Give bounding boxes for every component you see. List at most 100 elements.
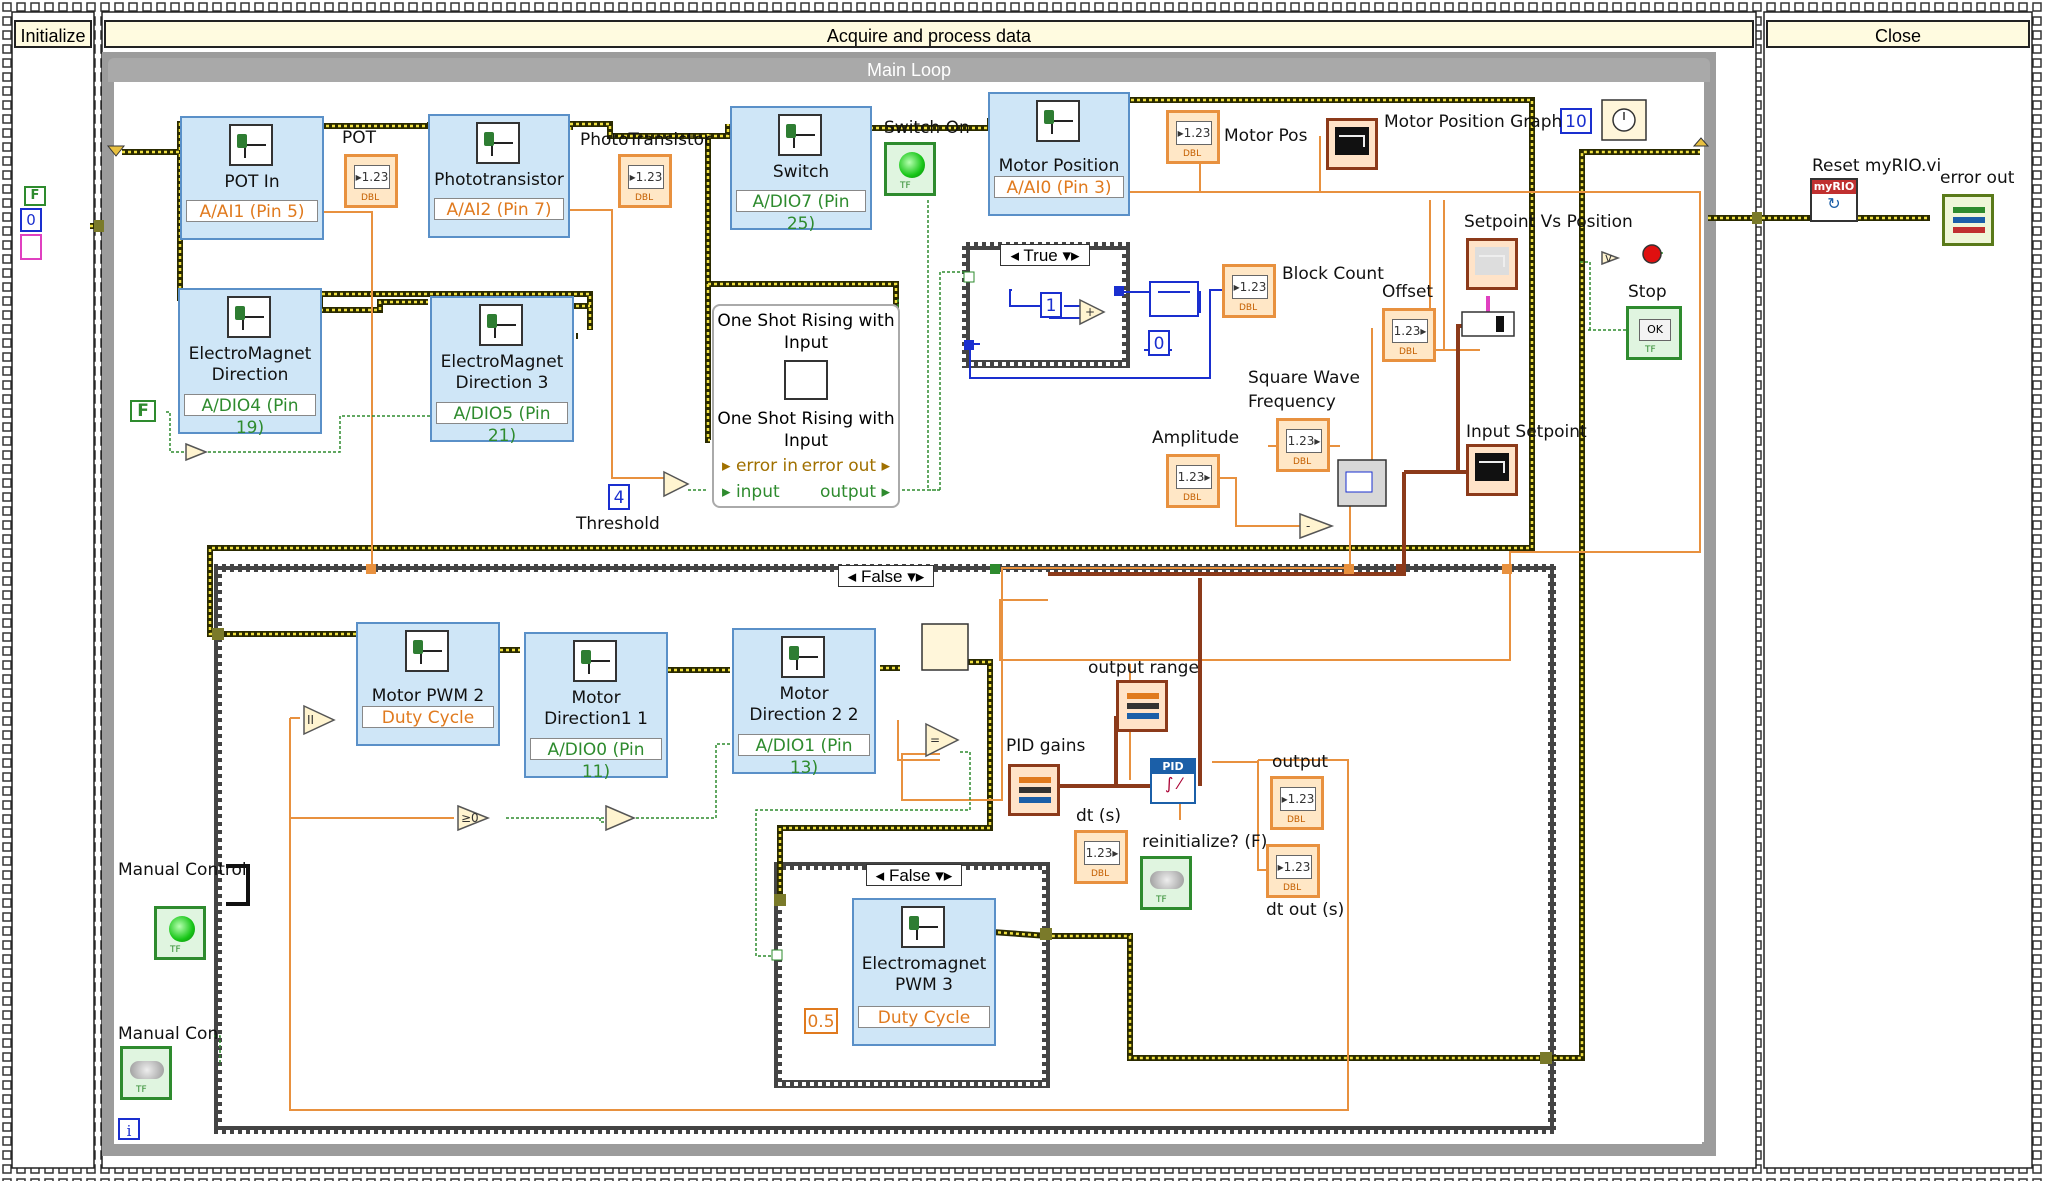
true-one-constant[interactable]: 1 <box>1040 292 1062 318</box>
case-selector-false-outer[interactable]: ◂ False ▾▸ <box>838 565 934 587</box>
one-shot-error-out-label: error out <box>801 456 877 476</box>
vi-em-direction-pin: A/DIO4 (Pin 19) <box>184 394 316 438</box>
case-true-label: True <box>1023 246 1058 265</box>
one-shot-title-4: Input <box>783 431 829 451</box>
init-num-constant[interactable]: 0 <box>20 208 42 232</box>
label-pid-gains: PID gains <box>1006 736 1086 756</box>
vi-pot-in[interactable]: POT In A/AI1 (Pin 5) <box>180 116 324 240</box>
vi-motor-direction-2-2-pin: A/DIO1 (Pin 13) <box>738 734 870 778</box>
em-duty-constant[interactable]: 0.5 <box>804 1008 838 1034</box>
reset-myrio-vi[interactable]: myRIO↻ <box>1810 178 1858 222</box>
digital-output-icon <box>479 304 523 346</box>
vi-motor-pwm-2[interactable]: Motor PWM 2 Duty Cycle <box>356 622 500 746</box>
one-shot-rising-vi[interactable]: One Shot Rising with Input One Shot Risi… <box>712 304 900 508</box>
label-phototransistor: PhotoTransistor <box>580 130 712 150</box>
bundle-node <box>1461 311 1515 337</box>
digital-output-icon <box>573 640 617 682</box>
vi-phototransistor-pin: A/AI2 (Pin 7) <box>434 198 564 220</box>
vi-phototransistor[interactable]: Phototransistor A/AI2 (Pin 7) <box>428 114 570 238</box>
wait-timer-icon <box>1601 99 1647 141</box>
label-output: output <box>1272 752 1329 772</box>
vi-motor-pwm-2-title: Motor PWM 2 <box>371 686 485 706</box>
error-out-cluster[interactable] <box>1942 194 1994 246</box>
setpoint-vs-position-gauge[interactable] <box>1466 238 1518 290</box>
label-manual-con: Manual Con <box>118 1024 219 1044</box>
switch-on-indicator[interactable]: TF <box>884 142 936 196</box>
pid-gains-cluster[interactable] <box>1008 764 1060 816</box>
primitive-nodes <box>185 250 1621 832</box>
reset-myrio-header: myRIO <box>1812 180 1856 194</box>
offset-control[interactable]: 1.23▸DBL <box>1382 308 1436 362</box>
reinitialize-control[interactable]: TF <box>1140 856 1192 910</box>
input-setpoint-graph[interactable] <box>1466 444 1518 496</box>
label-reinitialize: reinitialize? (F) <box>1142 832 1268 852</box>
em-dir-bool-constant[interactable]: F <box>130 400 156 422</box>
vi-pot-in-pin: A/AI1 (Pin 5) <box>186 200 318 222</box>
init-cluster-constant[interactable] <box>20 234 42 260</box>
digital-output-icon <box>781 636 825 678</box>
one-shot-input-label: input <box>735 482 780 502</box>
square-wave-frequency-control[interactable]: 1.23▸DBL <box>1276 418 1330 472</box>
case-selector-true[interactable]: ◂ True ▾▸ <box>1000 244 1090 266</box>
label-dt: dt (s) <box>1076 806 1121 826</box>
label-setpoint-vs-position: Setpoint Vs Position <box>1464 212 1633 232</box>
one-shot-title-2: Input <box>783 333 829 353</box>
svg-text:II: II <box>307 713 314 727</box>
one-shot-error-out: error out ▸ <box>801 456 890 476</box>
vi-motor-position[interactable]: Motor Position A/AI0 (Pin 3) <box>988 92 1130 216</box>
amplitude-control[interactable]: 1.23▸DBL <box>1166 454 1220 508</box>
frame-initialize[interactable]: Initialize <box>14 20 92 48</box>
pid-vi[interactable]: PID∫ ⁄ <box>1150 758 1196 804</box>
main-loop-header: Main Loop <box>108 58 1710 82</box>
threshold-constant[interactable]: 4 <box>608 484 630 510</box>
true-zero-constant[interactable]: 0 <box>1148 330 1170 356</box>
vi-electromagnet-pwm-3-pin: Duty Cycle <box>858 1006 990 1028</box>
one-shot-output: output ▸ <box>819 482 890 502</box>
frame-close[interactable]: Close <box>1766 20 2030 48</box>
manual-con-control[interactable]: TF <box>120 1046 172 1100</box>
vi-switch[interactable]: Switch A/DIO7 (Pin 25) <box>730 106 872 234</box>
case-selector-false-inner[interactable]: ◂ False ▾▸ <box>866 864 962 886</box>
wait-ms-constant[interactable]: 10 <box>1560 108 1592 134</box>
svg-text:≥0: ≥0 <box>461 811 479 825</box>
vi-motor-dir22-title-2: Direction 2 2 <box>749 705 859 725</box>
vi-motor-dir11-title-2: Direction1 1 <box>544 709 648 729</box>
label-square-wave: Square Wave <box>1248 368 1360 388</box>
iteration-terminal: i <box>118 1118 140 1140</box>
analog-input-icon <box>229 124 273 166</box>
manual-control-indicator[interactable]: TF <box>154 906 206 960</box>
init-bool-constant[interactable]: F <box>24 186 46 206</box>
dt-control[interactable]: 1.23▸DBL <box>1074 830 1128 884</box>
label-threshold: Threshold <box>576 514 660 534</box>
output-range-cluster[interactable] <box>1116 680 1168 732</box>
motor-position-graph[interactable] <box>1326 118 1378 170</box>
label-offset: Offset <box>1382 282 1434 302</box>
svg-text:=: = <box>930 733 940 747</box>
label-reset-myrio: Reset myRIO.vi <box>1812 156 1942 176</box>
vi-motor-position-title: Motor Position <box>998 156 1120 176</box>
vi-switch-pin: A/DIO7 (Pin 25) <box>736 190 866 234</box>
label-error-out: error out <box>1940 168 2015 188</box>
one-shot-icon <box>784 360 828 400</box>
one-shot-title-1: One Shot Rising with <box>717 311 895 331</box>
label-dt-out: dt out (s) <box>1266 900 1345 920</box>
vi-em-pwm3-title-2: PWM 3 <box>895 975 953 995</box>
svg-text:+: + <box>1085 305 1095 319</box>
frame-acquire[interactable]: Acquire and process data <box>104 20 1754 48</box>
